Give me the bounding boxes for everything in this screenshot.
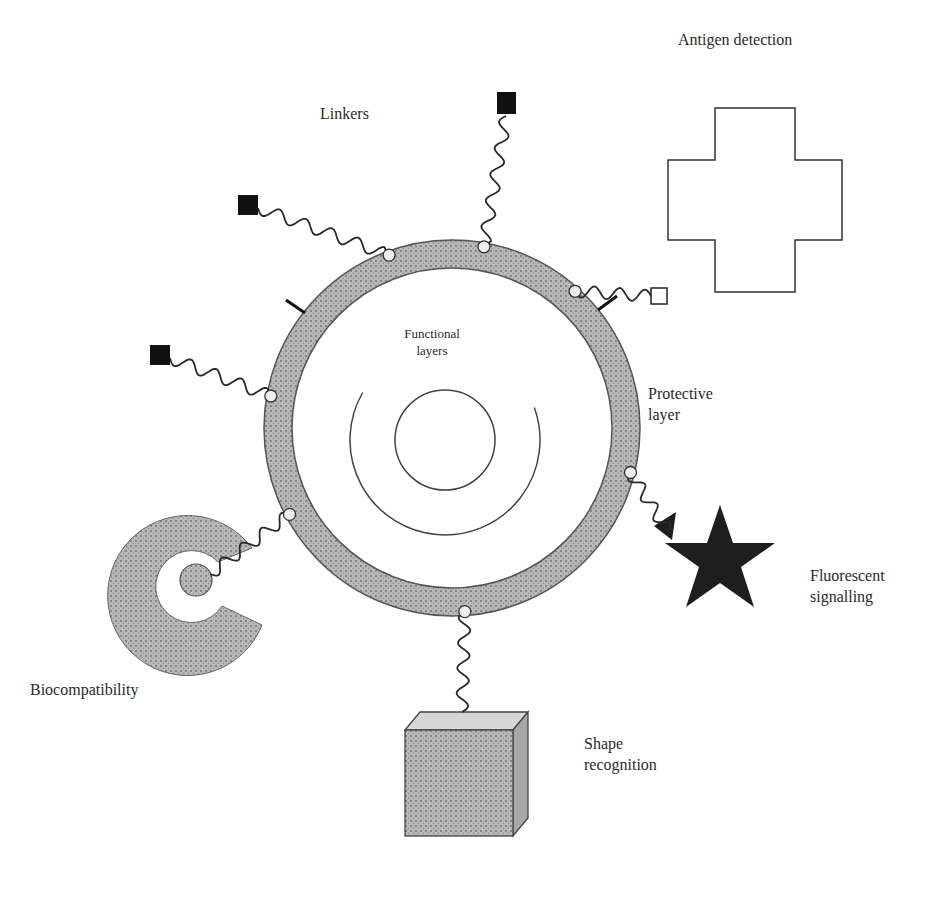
crescent-shape	[108, 516, 262, 676]
linker-chain	[575, 287, 651, 301]
node-label: Functional layers	[392, 326, 472, 360]
anchor-point	[625, 467, 637, 479]
linker-chain	[481, 116, 508, 247]
anchor-point	[383, 249, 395, 261]
linker-chain	[210, 513, 290, 576]
protective-ring	[278, 254, 626, 602]
ring-inner	[292, 268, 612, 588]
ligand-square	[150, 345, 170, 365]
linker-chain	[258, 208, 389, 255]
open-square	[651, 288, 667, 304]
linker-chain	[628, 473, 670, 533]
anchor-point	[265, 390, 277, 402]
callout-label: Protective layer	[648, 384, 738, 426]
anchor-point	[569, 285, 581, 297]
functional-core	[395, 390, 495, 490]
cube-front	[405, 730, 513, 836]
anchor-point	[459, 606, 471, 618]
cube-top	[405, 712, 528, 730]
functional-arc	[350, 393, 540, 535]
small-ligand	[180, 564, 212, 596]
linker-chain	[170, 358, 271, 396]
callout-label: Fluorescent signalling	[810, 566, 920, 608]
anchor-point	[284, 508, 296, 520]
particle-circle: Functional layers	[264, 240, 640, 616]
fluorescent-star	[665, 505, 775, 607]
star-shard	[654, 512, 676, 540]
callout-label: Antigen detection	[678, 30, 848, 51]
callout-label: Linkers	[320, 104, 410, 125]
anchor-point	[478, 241, 490, 253]
callout-label: Biocompatibility	[30, 680, 190, 701]
ring-mark	[286, 300, 305, 313]
ligand-square	[238, 195, 258, 215]
cube-side	[513, 712, 528, 836]
callout-label: Shape recognition	[584, 734, 684, 776]
antigen-shape	[668, 108, 842, 292]
ligand-square	[497, 92, 516, 114]
linker-chain	[457, 612, 471, 712]
